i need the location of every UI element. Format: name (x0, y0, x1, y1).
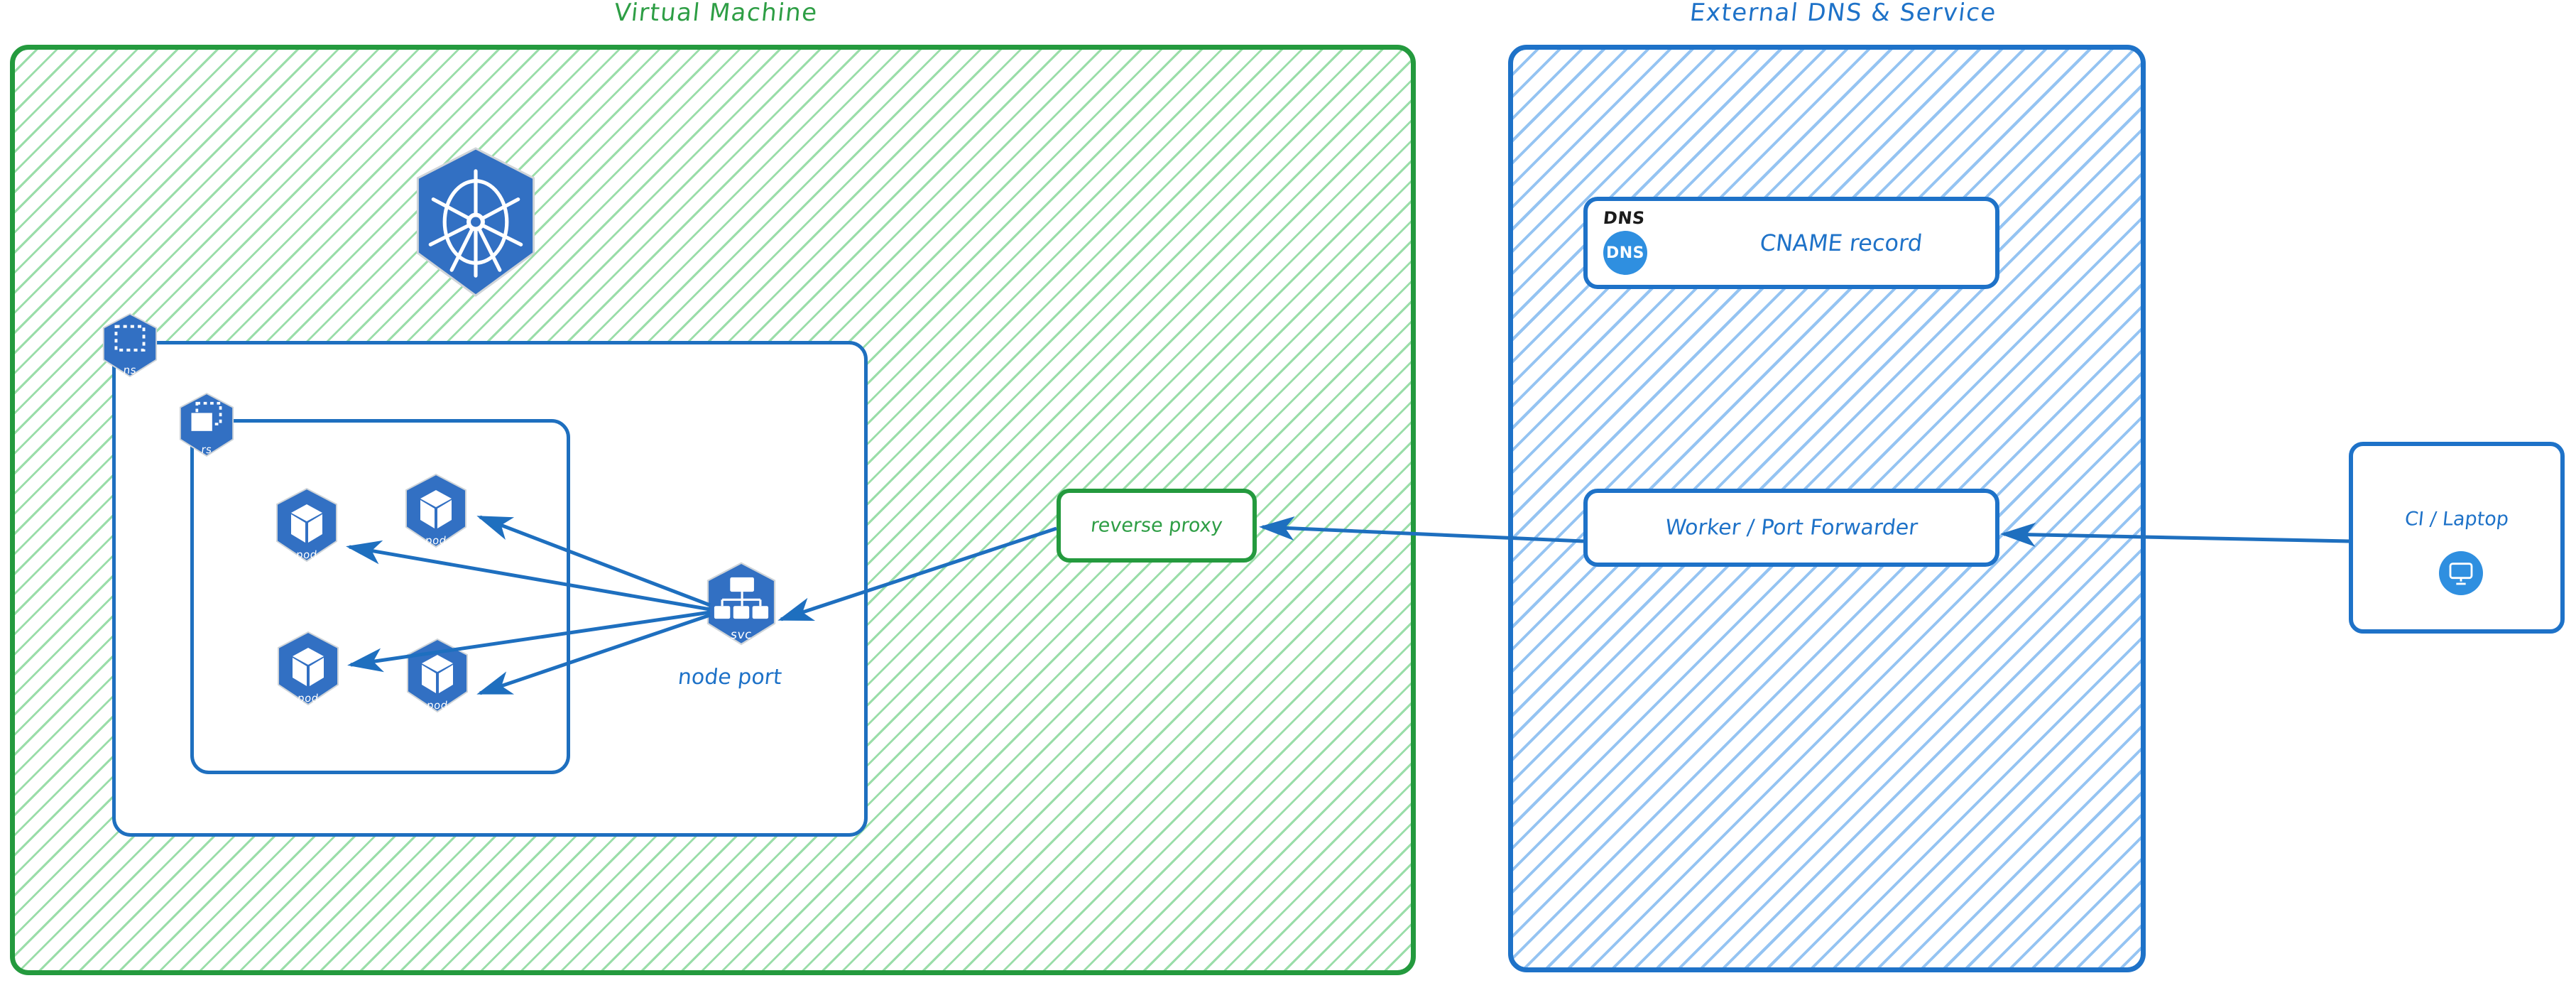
namespace-badge: ns (99, 313, 160, 379)
pod-node-1[interactable]: pod (271, 487, 342, 564)
service-node[interactable]: svc (702, 561, 781, 648)
reverse-proxy-label: reverse proxy (1089, 514, 1224, 537)
pod-node-3[interactable]: pod (273, 631, 344, 707)
vm-zone-title: Virtual Machine (612, 0, 819, 27)
dns-icon: DNS (1603, 231, 1647, 275)
reverse-proxy-card[interactable]: reverse proxy (1057, 489, 1257, 563)
desktop-monitor-icon (2439, 551, 2483, 595)
dns-card-tag: DNS (1602, 208, 1647, 228)
worker-port-forwarder-label: Worker / Port Forwarder (1664, 515, 1919, 541)
node-port-caption: node port (677, 665, 783, 690)
dns-card[interactable]: DNS DNS CNAME record (1583, 197, 1999, 289)
worker-port-forwarder-card[interactable]: Worker / Port Forwarder (1583, 489, 1999, 567)
cname-record-label: CNAME record (1758, 229, 1924, 256)
replicaset-badge: rs (176, 392, 237, 459)
pod-node-4[interactable]: pod (402, 638, 473, 715)
replicaset-box (190, 419, 570, 774)
ci-laptop-card[interactable]: CI / Laptop (2349, 442, 2565, 634)
kubernetes-logo (405, 146, 547, 298)
ci-laptop-label: CI / Laptop (2403, 508, 2510, 531)
external-zone-title: External DNS & Service (1688, 0, 1998, 27)
pod-node-2[interactable]: pod (400, 473, 471, 550)
